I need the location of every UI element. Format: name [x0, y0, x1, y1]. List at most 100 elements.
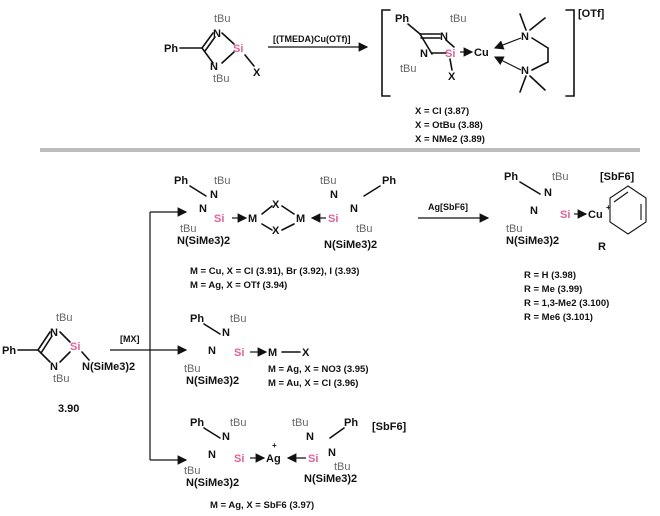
reagent-mx: [MX] — [120, 334, 140, 344]
silicon-atom: Si — [233, 43, 243, 55]
caption-3-100: R = 1,3-Me2 (3.100) — [524, 298, 609, 309]
phenyl-label: Ph — [395, 13, 409, 25]
tbu-bottom-right: tBu — [356, 223, 373, 235]
tbu-bottom: tBu — [184, 363, 201, 375]
tbu-bottom: tBu — [400, 63, 417, 75]
nitrogen-bottom-right: N — [328, 447, 336, 459]
reagent-ag-sbf6: Ag[SbF6] — [428, 202, 468, 212]
tmeda-nitrogen-bottom: N — [521, 65, 529, 77]
dimer-complex: Ph N tBu N Si tBu N(SiMe3)2 M X X M Si N… — [174, 175, 396, 291]
metal-left: M — [248, 213, 257, 225]
phenyl-left: Ph — [190, 417, 204, 429]
nitrogen-bottom: N — [420, 48, 428, 60]
ag-sbf6-arrow: Ag[SbF6] — [418, 202, 490, 223]
phenyl-left: Ph — [174, 175, 188, 187]
silicon-atom: Si — [560, 209, 570, 221]
silver-charge: + — [272, 441, 277, 450]
tbu-top: tBu — [552, 171, 569, 183]
caption-3-88: X = OtBu (3.88) — [415, 120, 483, 131]
nitrogen-top-left: N — [210, 189, 218, 201]
phenyl-right: Ph — [382, 175, 396, 187]
caption-3-97: M = Ag, X = SbF6 (3.97) — [210, 500, 314, 511]
branch-arrows: [MX] — [110, 207, 188, 465]
copper-charge: + — [606, 203, 611, 212]
nitrogen-bottom: N — [530, 205, 538, 217]
nitrogen-top: N — [440, 31, 448, 43]
nitrogen-top: N — [213, 28, 221, 40]
silicon-left: Si — [214, 213, 224, 225]
amide-left: N(SiMe3)2 — [186, 477, 239, 489]
reagent-tmeda-cu: [(TMEDA)Cu(OTf)] — [273, 34, 350, 44]
phenyl-label: Ph — [504, 171, 518, 183]
nitrogen-bottom: N — [210, 61, 218, 73]
r-substituent: R — [598, 241, 606, 253]
tbu-top: tBu — [230, 313, 247, 325]
tbu-bottom: tBu — [213, 73, 230, 85]
tbu-bottom-left: tBu — [184, 465, 201, 477]
phenyl-label: Ph — [2, 345, 16, 357]
tbu-top: tBu — [450, 13, 467, 25]
top-captions: X = Cl (3.87) X = OtBu (3.88) X = NMe2 (… — [415, 106, 485, 145]
top-arrow: [(TMEDA)Cu(OTf)] — [268, 34, 369, 52]
nitrogen-top: N — [544, 187, 552, 199]
caption-3-101: R = Me6 (3.101) — [524, 312, 593, 323]
silicon-right: Si — [328, 213, 338, 225]
bis-silylene-silver-complex: Ph N tBu N Si tBu N(SiMe3)2 Ag + Si N tB… — [184, 417, 407, 511]
tbu-bottom-left: tBu — [180, 223, 197, 235]
caption-3-99: R = Me (3.99) — [524, 284, 582, 295]
bridge-x-bottom: X — [272, 225, 280, 237]
mono-metal-complex: Ph N tBu N Si tBu N(SiMe3)2 M X M = Ag, … — [184, 313, 368, 389]
nitrogen-bottom-left: N — [199, 203, 207, 215]
nitrogen-bottom-left: N — [208, 449, 216, 461]
nitrogen-top: N — [222, 327, 230, 339]
tbu-top: tBu — [214, 13, 231, 25]
tmeda-nitrogen-top: N — [521, 31, 529, 43]
caption-3-96: M = Au, X = Cl (3.96) — [268, 378, 358, 389]
silicon-atom: Si — [445, 48, 455, 60]
amide: N(SiMe3)2 — [186, 375, 239, 387]
caption-3-94: M = Ag, X = OTf (3.94) — [190, 280, 287, 291]
x-ligand: X — [302, 347, 310, 359]
otf-anion: [OTf] — [578, 8, 605, 20]
amide: N(SiMe3)2 — [506, 235, 559, 247]
nitrogen-top-right: N — [330, 189, 338, 201]
silicon-right: Si — [308, 453, 318, 465]
nitrogen-top-right: N — [306, 431, 314, 443]
bis-silylamide: N(SiMe3)2 — [82, 361, 135, 373]
nitrogen-bottom-right: N — [350, 203, 358, 215]
sbf6-anion: [SbF6] — [372, 421, 407, 433]
silicon-atom: Si — [234, 347, 244, 359]
caption-3-87: X = Cl (3.87) — [415, 106, 469, 117]
nitrogen-top-left: N — [222, 431, 230, 443]
silylene-reactant-top: Ph N N Si tBu tBu X — [164, 13, 261, 85]
tbu-top-left: tBu — [214, 175, 231, 187]
nitrogen-bottom: N — [208, 345, 216, 357]
silylene-amide-3-90: Ph N N tBu tBu Si N(SiMe3)2 3.90 — [2, 312, 135, 415]
silver-atom: Ag — [266, 453, 281, 465]
copper-atom: Cu — [588, 209, 603, 221]
arene-ring — [609, 185, 647, 235]
bridge-x-top: X — [272, 199, 280, 211]
tbu-top-left: tBu — [230, 417, 247, 429]
compound-id-3-90: 3.90 — [58, 403, 79, 415]
copper-atom: Cu — [474, 47, 489, 59]
metal-atom: M — [268, 347, 277, 359]
x-substituent: X — [448, 71, 456, 83]
phenyl-label: Ph — [190, 313, 204, 325]
tbu-top-right: tBu — [320, 175, 337, 187]
metal-right: M — [296, 213, 305, 225]
silicon-atom: Si — [70, 341, 80, 353]
caption-3-89: X = NMe2 (3.89) — [415, 134, 485, 145]
tbu-bottom-right: tBu — [334, 461, 351, 473]
copper-product-top: [OTf] Ph N tBu N tBu Si X Cu N N — [381, 8, 605, 97]
tbu-top-right: tBu — [292, 417, 309, 429]
arene-copper-complex: Ph N tBu N Si tBu N(SiMe3)2 Cu + R [SbF6… — [504, 171, 647, 323]
amide-right: N(SiMe3)2 — [324, 239, 377, 251]
tbu-bottom: tBu — [53, 373, 70, 385]
caption-3-95: M = Ag, X = NO3 (3.95) — [268, 364, 368, 375]
caption-3-91-3-93: M = Cu, X = Cl (3.91), Br (3.92), I (3.9… — [190, 266, 359, 277]
nitrogen-bottom: N — [50, 361, 58, 373]
x-substituent: X — [253, 67, 261, 79]
caption-3-98: R = H (3.98) — [524, 270, 576, 281]
